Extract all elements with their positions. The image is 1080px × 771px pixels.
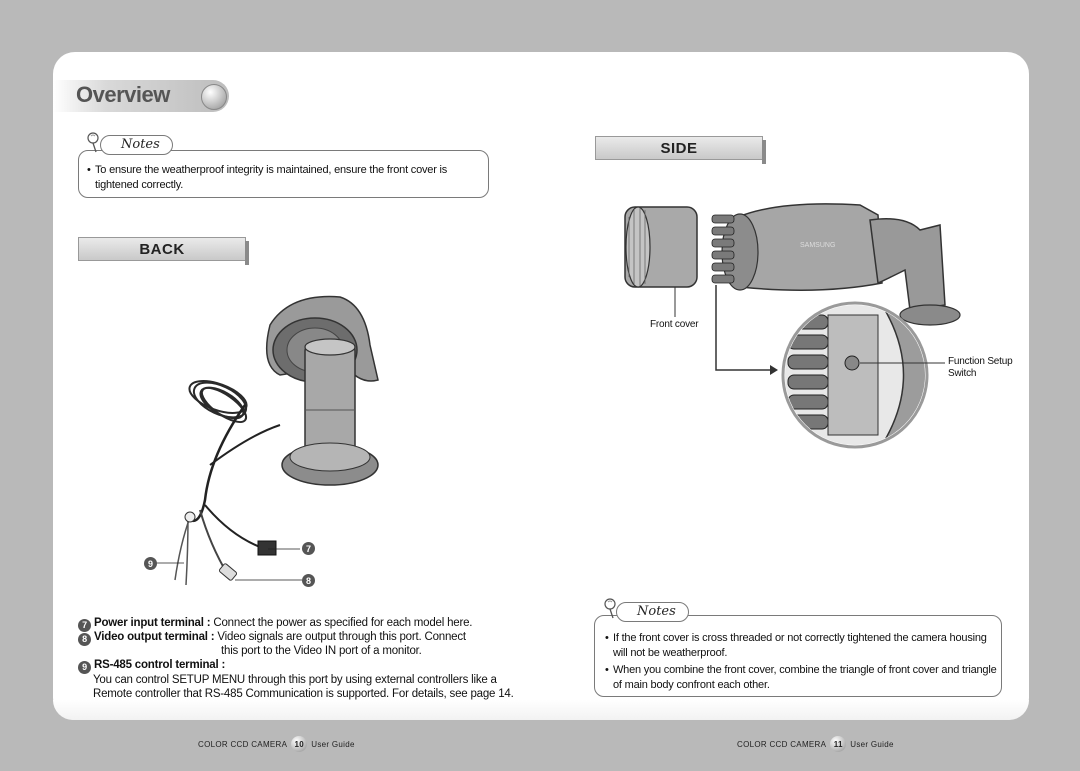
terminal-8-desc-2: this port to the Video IN port of a moni… [221, 645, 422, 657]
side-section-title: SIDE [595, 136, 766, 164]
terminal-9-line: 9 RS-485 control terminal : [78, 658, 226, 674]
terminal-9-name: RS-485 control terminal : [94, 659, 226, 671]
camera-side-illustration: SAMSUNG [624, 203, 961, 449]
terminal-7-line: 7 Power input terminal : Connect the pow… [78, 616, 473, 632]
notes-label-left: Notes [100, 135, 173, 155]
footer-left: COLOR CCD CAMERA 10 User Guide [198, 736, 355, 752]
page-bottom-edge [53, 700, 1029, 720]
notes-item: When you combine the front cover, combin… [605, 663, 997, 693]
terminal-7-badge: 7 [78, 618, 91, 632]
notes-box-left: To ensure the weatherproof integrity is … [78, 150, 489, 198]
brand-label: SAMSUNG [800, 242, 835, 249]
terminal-8-badge: 8 [78, 632, 91, 646]
callout-8: 8 [302, 574, 315, 587]
notes-box-right: If the front cover is cross threaded or … [594, 615, 1002, 697]
back-section-title: BACK [78, 237, 249, 265]
camera-back-illustration [174, 295, 379, 586]
page-title: Overview [76, 82, 170, 107]
page-number: 11 [830, 736, 847, 752]
function-setup-switch-label-2: Switch [948, 368, 977, 379]
terminal-8-desc: Video signals are output through this po… [217, 631, 466, 643]
front-cover-label: Front cover [650, 319, 699, 330]
notes-item: To ensure the weatherproof integrity is … [87, 163, 485, 193]
footer-right: COLOR CCD CAMERA 11 User Guide [737, 736, 894, 752]
callout-9: 9 [144, 557, 157, 570]
notes-item: If the front cover is cross threaded or … [605, 631, 997, 661]
header-ball-icon [201, 84, 227, 110]
pushpin-icon [87, 132, 99, 153]
footer-guide: User Guide [311, 739, 355, 749]
pushpin-icon [604, 598, 616, 619]
terminal-7-desc: Connect the power as specified for each … [213, 617, 473, 629]
function-setup-switch-label-1: Function Setup [948, 356, 1013, 367]
footer-product: COLOR CCD CAMERA [737, 739, 827, 749]
notes-label-right: Notes [616, 602, 689, 622]
terminal-9-desc: You can control SETUP MENU through this … [93, 674, 497, 686]
terminal-9-badge: 9 [78, 660, 91, 674]
back-callout-lines [156, 548, 302, 581]
callout-7: 7 [302, 542, 315, 555]
terminal-9-desc-2: Remote controller that RS-485 Communicat… [93, 688, 514, 700]
overview-header-bar [53, 80, 229, 112]
terminal-8-name: Video output terminal : [94, 631, 215, 643]
footer-guide: User Guide [850, 739, 894, 749]
terminal-7-name: Power input terminal : [94, 617, 211, 629]
footer-product: COLOR CCD CAMERA [198, 739, 288, 749]
terminal-8-line: 8 Video output terminal : Video signals … [78, 630, 466, 646]
page-number: 10 [291, 736, 308, 752]
